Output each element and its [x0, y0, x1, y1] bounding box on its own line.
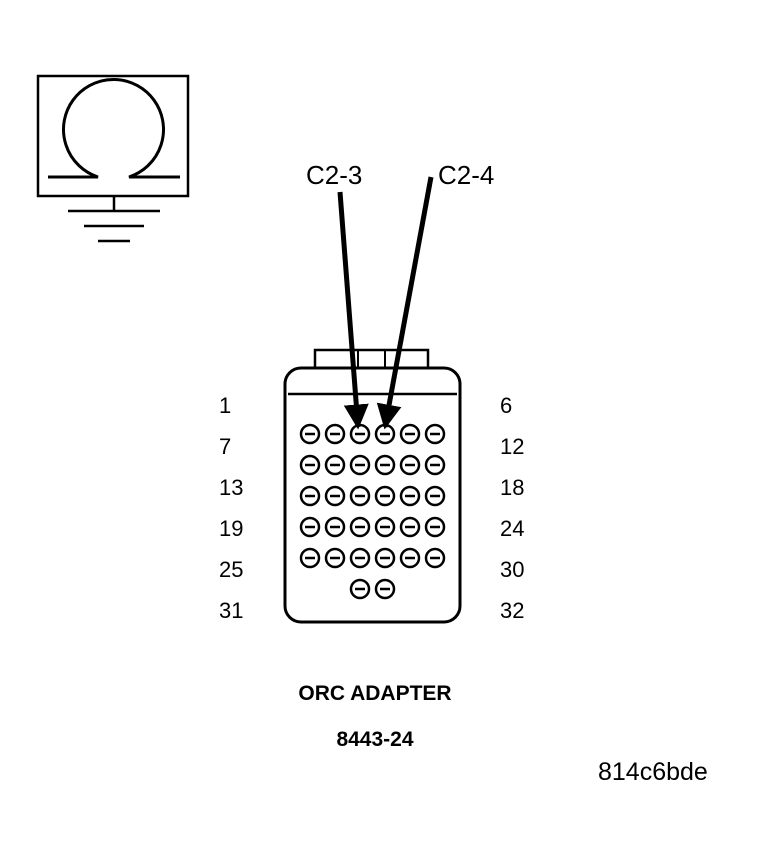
connector-pin-5 — [399, 423, 421, 445]
pin-label-25: 25 — [219, 557, 243, 582]
connector-pin-6 — [424, 423, 446, 445]
adapter-name: ORC ADAPTER — [298, 682, 451, 705]
pin-label-24: 24 — [500, 516, 524, 541]
pin-label-12: 12 — [500, 434, 524, 459]
row-labels-left: 1 7 13 19 25 31 — [219, 393, 243, 623]
connector-pin-27 — [349, 547, 371, 569]
adapter-number: 8443-24 — [336, 728, 413, 751]
connector-pin-12 — [424, 454, 446, 476]
ohmmeter-icon — [36, 74, 190, 243]
connector-pin-22 — [374, 516, 396, 538]
callout-c2-3: C2-3 — [306, 160, 362, 190]
connector-pin-31 — [349, 578, 371, 600]
connector-pin-13 — [299, 485, 321, 507]
connector-pin-15 — [349, 485, 371, 507]
pin-label-1: 1 — [219, 393, 231, 418]
reference-code: 814c6bde — [598, 758, 708, 786]
connector-pin-17 — [399, 485, 421, 507]
probe-arrow-c2-3 — [337, 191, 369, 430]
connector-pin-16 — [374, 485, 396, 507]
connector-pin-14 — [324, 485, 346, 507]
connector-pin-20 — [324, 516, 346, 538]
connector-pin-3 — [349, 423, 371, 445]
pin-label-7: 7 — [219, 434, 231, 459]
callout-c2-4: C2-4 — [438, 160, 494, 190]
pin-label-6: 6 — [500, 393, 512, 418]
connector-pin-7 — [299, 454, 321, 476]
pin-label-19: 19 — [219, 516, 243, 541]
connector-pin-30 — [424, 547, 446, 569]
connector-pin-19 — [299, 516, 321, 538]
connector-pin-10 — [374, 454, 396, 476]
pin-label-18: 18 — [500, 475, 524, 500]
connector-pin-21 — [349, 516, 371, 538]
connector-pin-9 — [349, 454, 371, 476]
orc-connector — [283, 348, 462, 624]
connector-pin-11 — [399, 454, 421, 476]
connector-pin-grid — [299, 423, 446, 600]
row-labels-right: 6 12 18 24 30 32 — [500, 393, 524, 623]
connector-pin-24 — [424, 516, 446, 538]
connector-pin-32 — [374, 578, 396, 600]
connector-pin-18 — [424, 485, 446, 507]
pin-label-30: 30 — [500, 557, 524, 582]
pin-label-31: 31 — [219, 598, 243, 623]
connector-pin-29 — [399, 547, 421, 569]
connector-pin-28 — [374, 547, 396, 569]
pin-label-13: 13 — [219, 475, 243, 500]
pin-label-32: 32 — [500, 598, 524, 623]
connector-pin-26 — [324, 547, 346, 569]
connector-pin-2 — [324, 423, 346, 445]
connector-pin-8 — [324, 454, 346, 476]
connector-pin-1 — [299, 423, 321, 445]
connector-pin-4 — [374, 423, 396, 445]
probe-arrow-c2-4 — [376, 176, 434, 430]
connector-pin-25 — [299, 547, 321, 569]
connector-pin-23 — [399, 516, 421, 538]
